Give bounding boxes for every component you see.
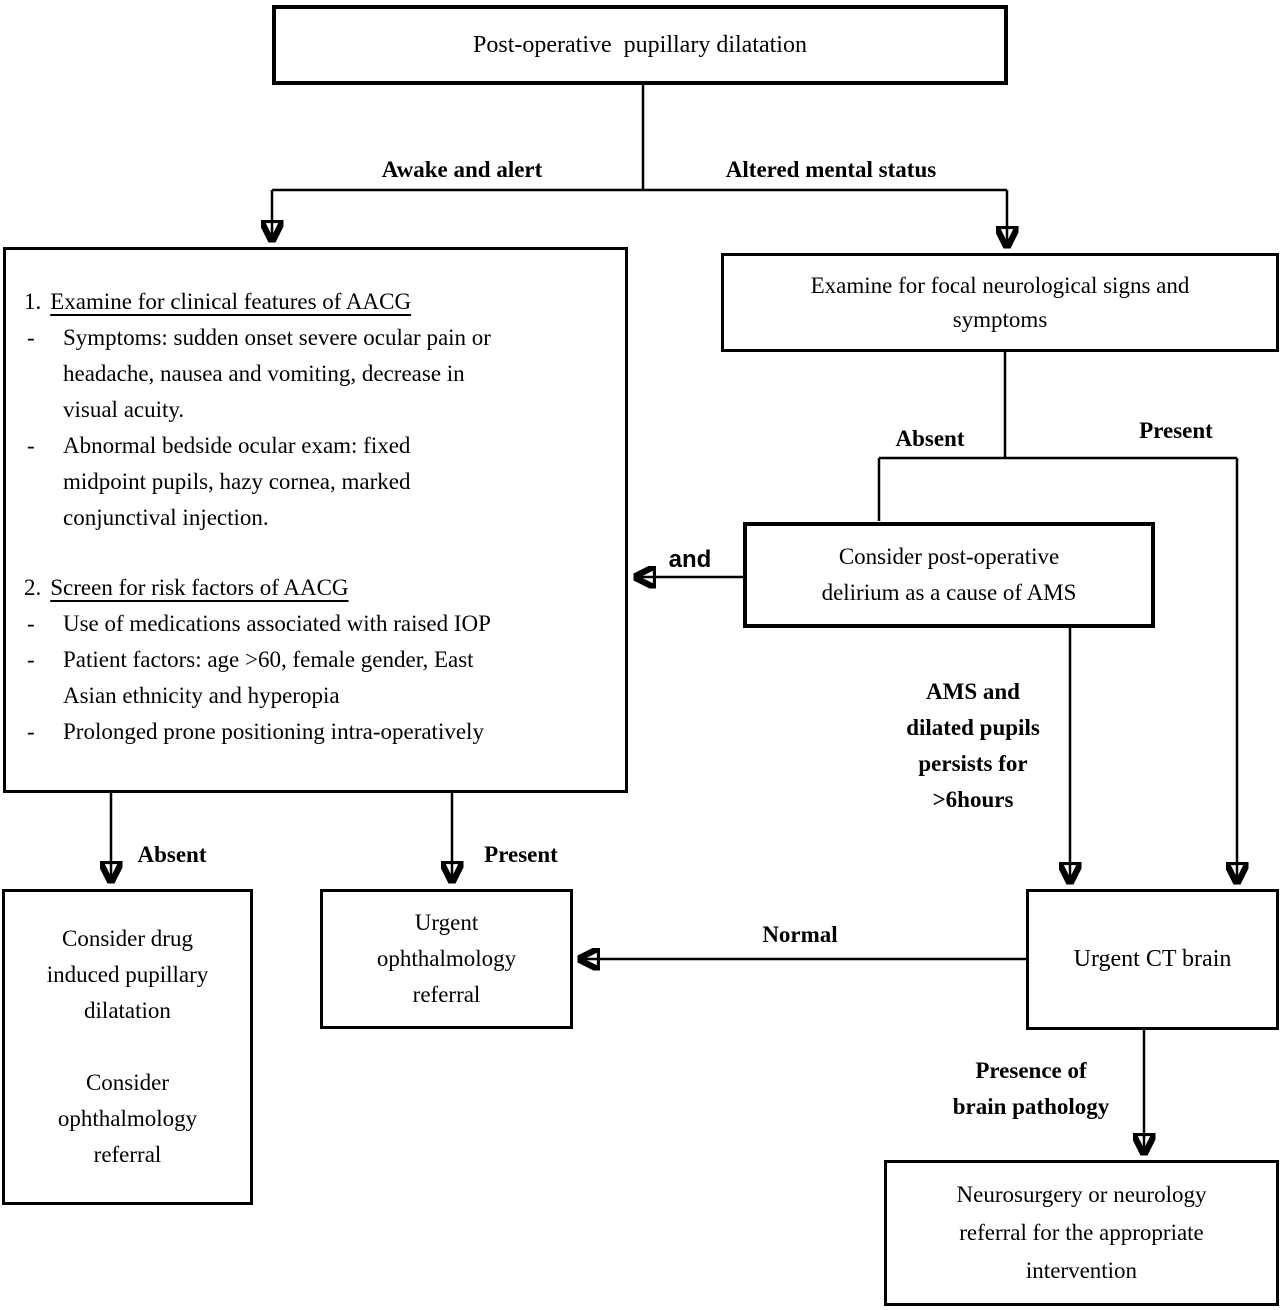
aacg-bullet-exam: - Abnormal bedside ocular exam: fixed mi… bbox=[24, 428, 617, 536]
edge-label-absent-aacg: Absent bbox=[137, 842, 207, 867]
aacg-section-2-heading: 2. Screen for risk factors of AACG bbox=[24, 570, 617, 606]
edge-start-split bbox=[272, 85, 1007, 192]
aacg-bullet-patient-factors: - Patient factors: age >60, female gende… bbox=[24, 642, 617, 714]
delirium-label: Consider post-operative delirium as a ca… bbox=[821, 544, 1077, 605]
bullet-dash: - bbox=[27, 647, 35, 672]
bullet-dash: - bbox=[27, 433, 35, 458]
aacg-section-2-number: 2. bbox=[24, 575, 42, 600]
start-box-label: Post-operative pupillary dilatation bbox=[473, 31, 807, 58]
edge-label-altered-mental-status: Altered mental status bbox=[725, 157, 937, 182]
drug-induced-dilatation-box: Consider drug induced pupillary dilatati… bbox=[2, 889, 253, 1205]
edge-label-ams-persists: AMS and dilated pupils persists for >6ho… bbox=[906, 679, 1040, 812]
aacg-assessment-box: 1.Examine for clinical features of AACG … bbox=[3, 247, 628, 793]
ct-brain-label: Urgent CT brain bbox=[1073, 946, 1232, 972]
aacg-bullet-medications-text: Use of medications associated with raise… bbox=[63, 611, 491, 636]
bullet-dash: - bbox=[27, 611, 35, 636]
neurosurgery-referral-box: Neurosurgery or neurology referral for t… bbox=[884, 1160, 1279, 1306]
aacg-section-1-heading: 1. Examine for clinical features of AACG bbox=[24, 284, 617, 320]
urgent-ophthalmology-referral-box: Urgent ophthalmology referral bbox=[320, 889, 573, 1029]
neurosurgery-referral-label: Neurosurgery or neurology referral for t… bbox=[956, 1182, 1207, 1283]
delirium-box: Consider post-operative delirium as a ca… bbox=[743, 522, 1155, 628]
edge-label-present-neuro: Present bbox=[1139, 418, 1213, 443]
edge-label-absent-neuro: Absent bbox=[895, 426, 965, 451]
aacg-section-1-title: Examine for clinical features of AACG bbox=[50, 289, 412, 314]
bullet-dash: - bbox=[27, 719, 35, 744]
neuro-exam-box: Examine for focal neurological signs and… bbox=[721, 253, 1279, 352]
edge-neuro-split bbox=[879, 352, 1237, 460]
aacg-bullet-exam-text: Abnormal bedside ocular exam: fixed midp… bbox=[63, 433, 411, 530]
urgent-ophthalmology-referral-label: Urgent ophthalmology referral bbox=[376, 910, 517, 1007]
aacg-bullet-patient-factors-text: Patient factors: age >60, female gender,… bbox=[63, 647, 474, 708]
edge-label-normal: Normal bbox=[762, 922, 838, 947]
ct-brain-box: Urgent CT brain bbox=[1026, 889, 1279, 1030]
edge-label-awake-and-alert: Awake and alert bbox=[381, 157, 543, 182]
aacg-bullet-prone-positioning-text: Prolonged prone positioning intra-operat… bbox=[63, 719, 484, 744]
aacg-bullet-prone-positioning: - Prolonged prone positioning intra-oper… bbox=[24, 714, 617, 750]
start-box: Post-operative pupillary dilatation bbox=[272, 5, 1008, 85]
aacg-section-1-number: 1. bbox=[24, 289, 42, 314]
aacg-bullet-symptoms: - Symptoms: sudden onset severe ocular p… bbox=[24, 320, 617, 428]
aacg-bullet-symptoms-text: Symptoms: sudden onset severe ocular pai… bbox=[63, 325, 491, 422]
edge-label-presence-of-brain-pathology: Presence of brain pathology bbox=[952, 1058, 1110, 1119]
neuro-exam-label: Examine for focal neurological signs and… bbox=[810, 272, 1190, 332]
edge-label-and: and bbox=[668, 546, 712, 573]
aacg-bullet-medications: - Use of medications associated with rai… bbox=[24, 606, 617, 642]
edge-label-present-aacg: Present bbox=[484, 842, 558, 867]
aacg-section-2-title: Screen for risk factors of AACG bbox=[50, 575, 349, 600]
bullet-dash: - bbox=[27, 325, 35, 350]
drug-induced-dilatation-label: Consider drug induced pupillary dilatati… bbox=[46, 926, 209, 1167]
